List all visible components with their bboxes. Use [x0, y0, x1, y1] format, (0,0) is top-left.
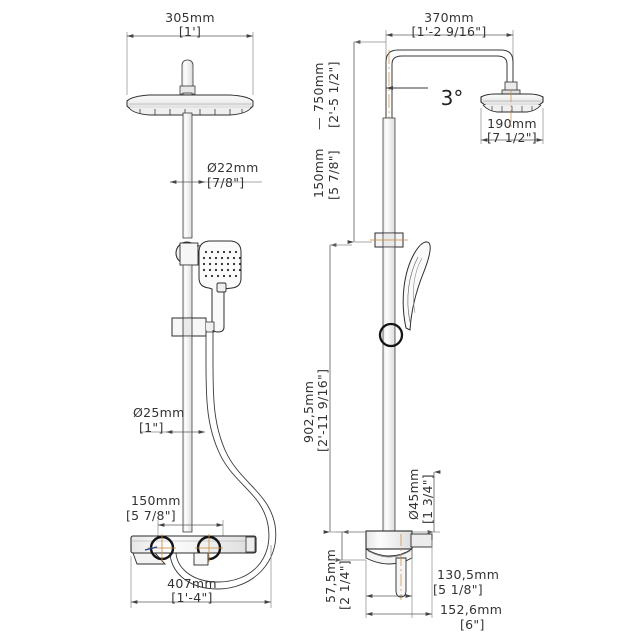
label-tilt-angle: 3° [441, 86, 464, 110]
label-head-depth-imperial: [7 1/2"] [487, 130, 537, 145]
front-elevation-view [126, 32, 277, 608]
label-valve-height-imperial: [2'-11 9/16"] [315, 369, 330, 452]
shower-hose-front [169, 329, 277, 590]
label-arm-reach-metric: 370mm [424, 10, 474, 25]
label-valve-depth-metric: 130,5mm [437, 567, 499, 582]
label-adjust-range-group: 150mm — 750mm [5 7/8"] [2'-5 1/2"] [311, 61, 341, 200]
hose-coil-side [378, 322, 404, 348]
label-valve-diameter-imperial: [1 3/4"] [420, 474, 435, 524]
side-elevation-view [323, 30, 544, 618]
label-valve-body-height-metric: 57,5mm [323, 549, 338, 603]
hand-shower-spray-dots [202, 250, 242, 278]
label-total-depth-metric: 152,6mm [440, 602, 502, 617]
slide-bar-front [182, 264, 193, 324]
dim-valve-depth [365, 540, 433, 618]
dim-valve-height [323, 243, 366, 534]
riser-tube-front [182, 112, 193, 239]
dim-valve-diameter [412, 470, 441, 534]
label-head-depth-metric: 190mm [487, 116, 537, 131]
thermostatic-valve-side [365, 530, 433, 600]
dim-overall-width [130, 545, 272, 608]
dim-head-depth [480, 108, 544, 144]
label-inlet-spacing-imperial: [5 7/8"] [126, 508, 176, 523]
label-overall-width-metric: 407mm [167, 576, 217, 591]
label-range-max-imperial: [2'-5 1/2"] [326, 61, 341, 128]
label-head-width-metric: 305mm [165, 10, 215, 25]
diverter-collar-front [175, 241, 206, 266]
riser-tube-side [382, 117, 396, 237]
diverter-collar-side [370, 232, 408, 248]
label-bar-diameter-metric: Ø25mm [133, 405, 185, 420]
label-valve-depth-imperial: [5 1/8"] [433, 582, 483, 597]
lower-riser-side [382, 246, 396, 533]
label-riser-diameter-metric: Ø22mm [207, 160, 259, 175]
slider-bracket-front [171, 317, 215, 337]
label-total-depth-imperial: [6"] [460, 617, 485, 632]
shower-arm-side [385, 49, 514, 118]
thermostatic-valve-front [130, 534, 257, 566]
label-head-width-imperial: [1'] [179, 24, 201, 39]
lower-riser-front [182, 335, 193, 533]
label-range-min-metric: 150mm [311, 148, 326, 198]
label-range-min-imperial: [5 7/8"] [326, 150, 341, 200]
label-inlet-spacing-metric: 150mm [131, 493, 181, 508]
nozzle-marks [139, 109, 243, 115]
hand-shower-side [378, 241, 431, 348]
front-head-extension-lines [126, 32, 254, 95]
hand-shower-front [198, 240, 242, 333]
label-riser-diameter-imperial: [7/8"] [207, 175, 244, 190]
handle-centerlines [148, 534, 223, 562]
rain-shower-head-front [126, 59, 254, 116]
label-valve-diameter-metric: Ø45mm [406, 468, 421, 520]
label-bar-diameter-imperial: [1"] [139, 420, 164, 435]
label-range-max-metric: 750mm [311, 62, 326, 112]
label-valve-body-height-imperial: [2 1/4"] [337, 560, 352, 610]
label-overall-width-imperial: [1'-4"] [171, 590, 212, 605]
label-range-dash: — [311, 117, 326, 130]
dim-valve-body-height [335, 530, 366, 562]
dim-adjust-range [347, 40, 386, 244]
label-valve-height-metric: 902,5mm [301, 381, 316, 443]
label-arm-reach-imperial: [1'-2 9/16"] [412, 24, 487, 39]
rain-shower-head-side [480, 81, 544, 130]
